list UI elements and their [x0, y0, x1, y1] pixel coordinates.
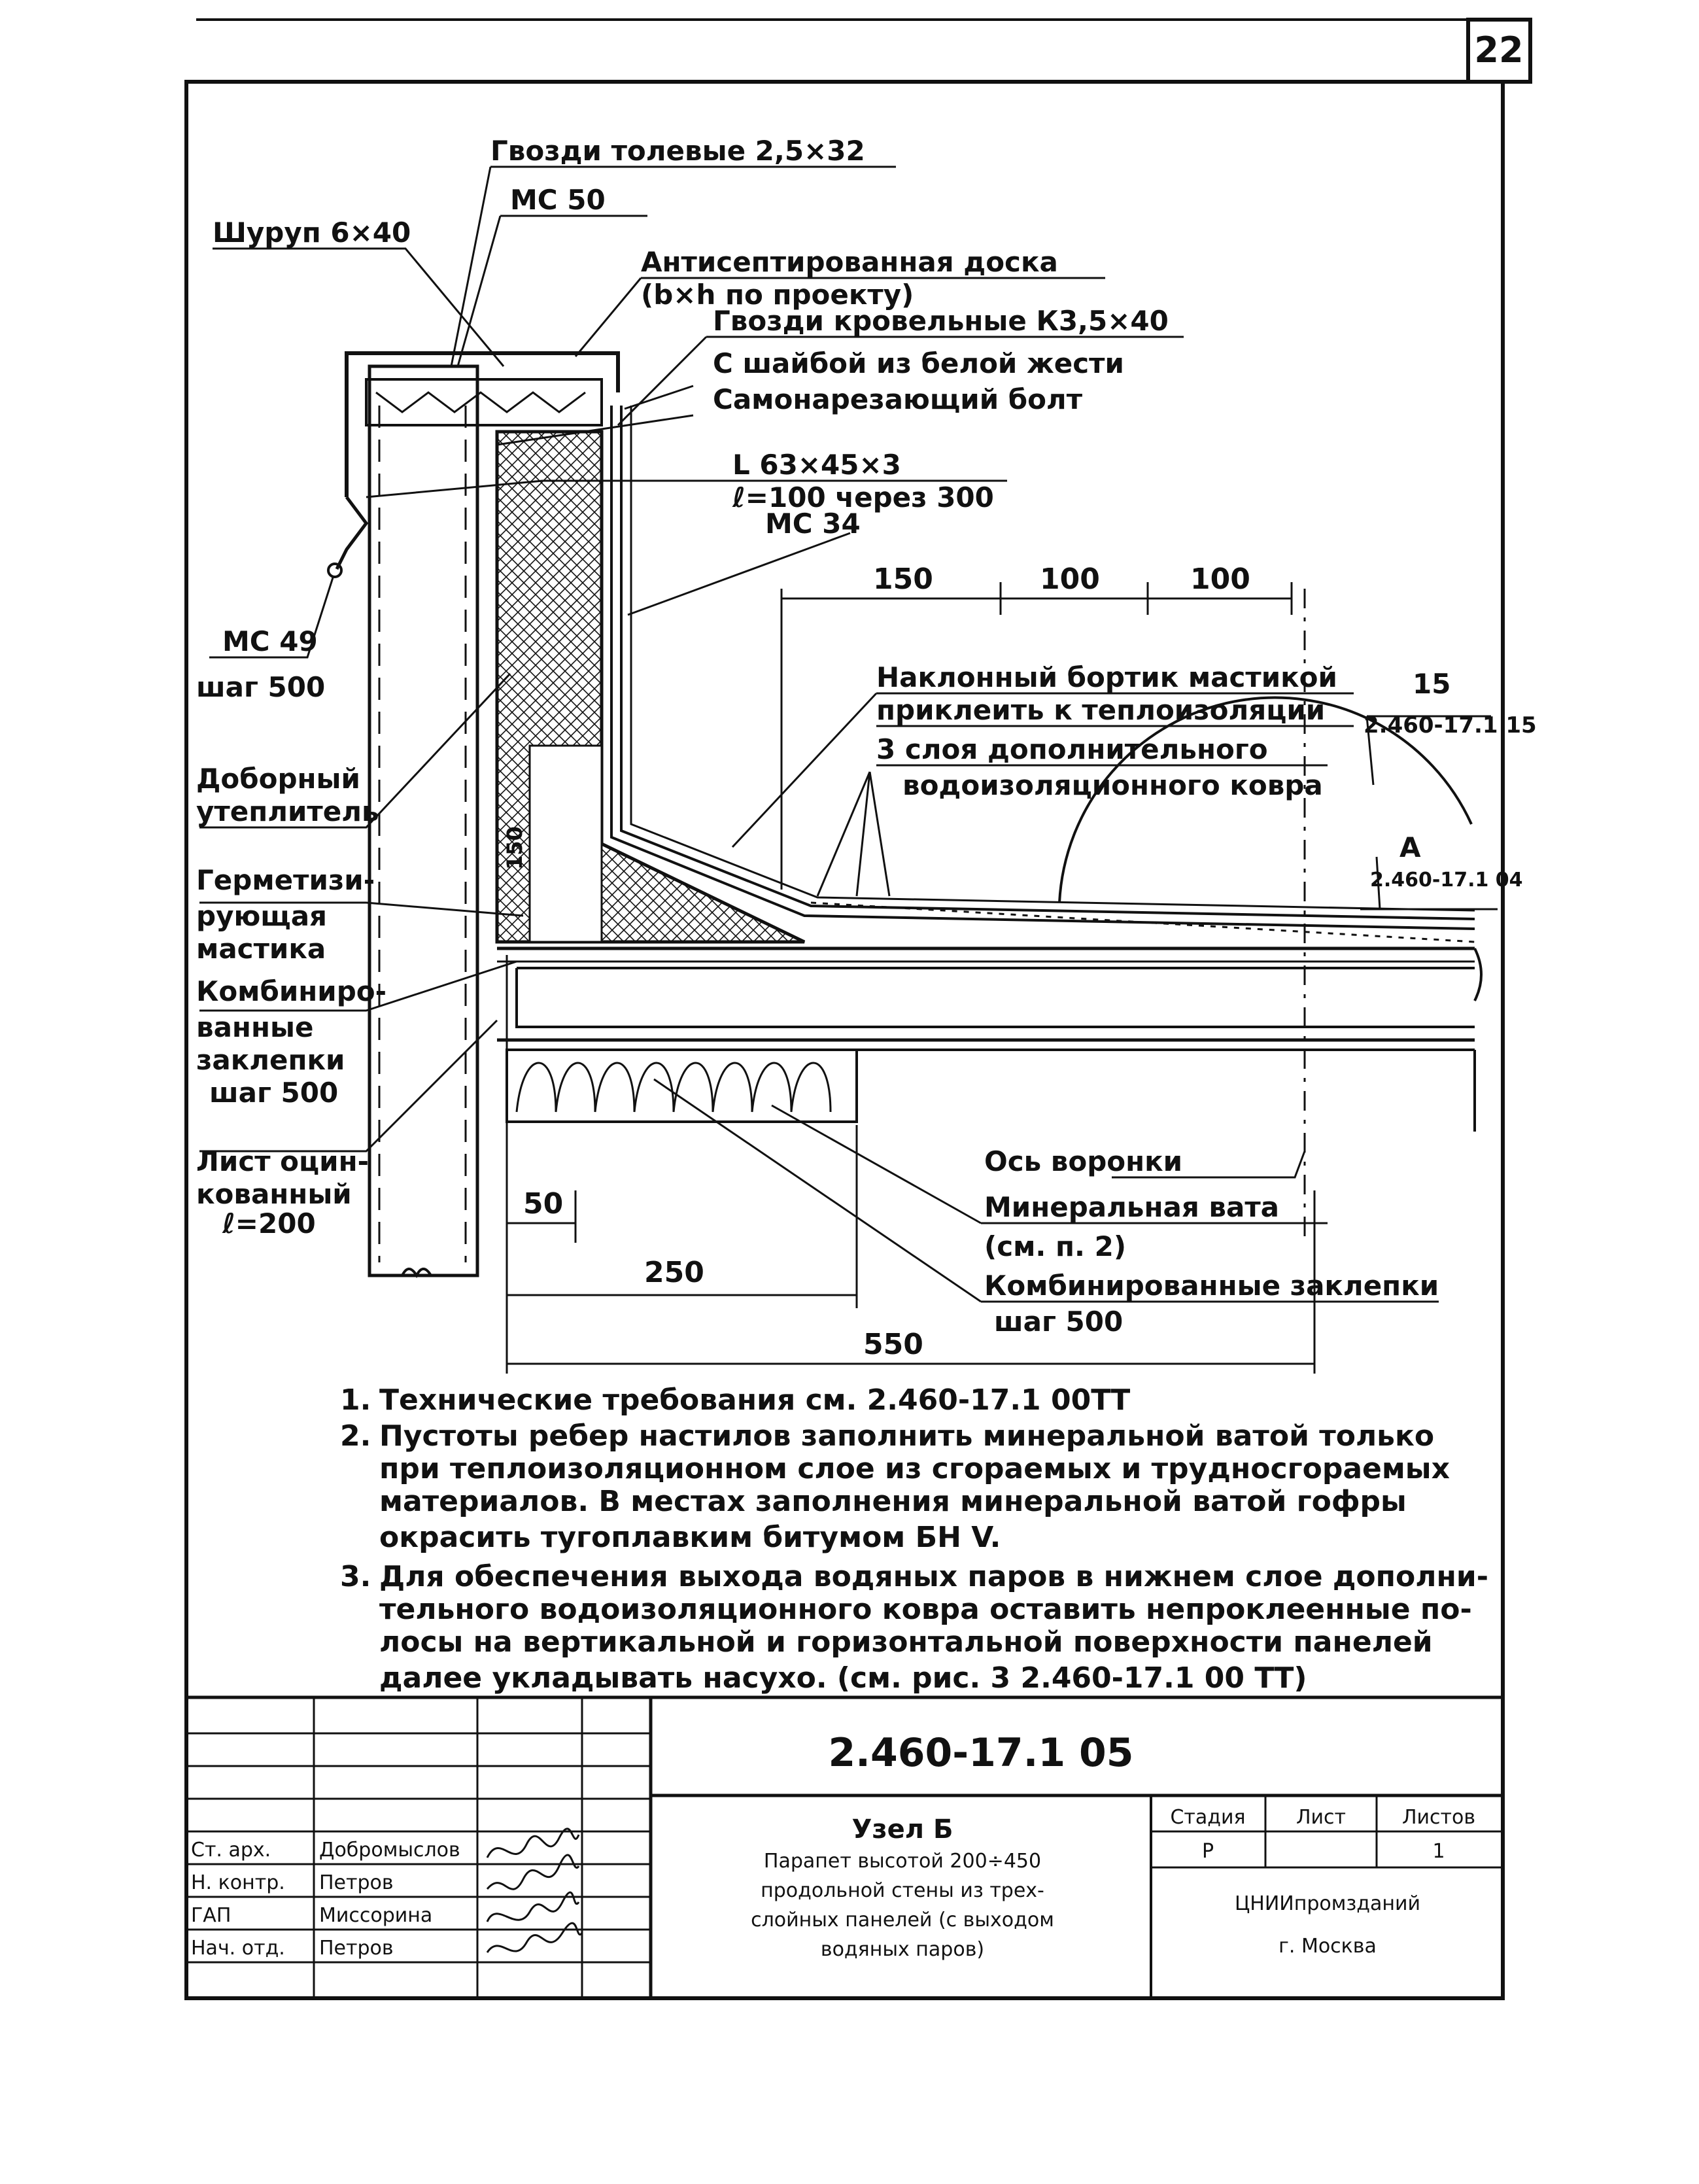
- dimension-top: 150 100 100: [780, 563, 1293, 890]
- ref-a-letter: А: [1399, 831, 1421, 863]
- role-1: Ст. арх.: [191, 1839, 271, 1862]
- notes: 1. Технические требования см. 2.460-17.1…: [340, 1383, 1488, 1695]
- name-3: Миссорина: [319, 1904, 432, 1927]
- label-comb-3: заклепки: [196, 1044, 345, 1076]
- label-comb-1: Комбиниро-: [196, 975, 386, 1007]
- note-2-line-2: при теплоизоляционном слое из сгораемых …: [379, 1452, 1450, 1485]
- title-block: 2.460-17.1 05 Узел Б Парапет высотой 200…: [186, 1695, 1503, 1998]
- header-sheets: Листов: [1402, 1806, 1475, 1829]
- name-1: Добромыслов: [319, 1839, 460, 1862]
- note-2-line-1: Пустоты ребер настилов заполнить минерал…: [379, 1419, 1434, 1453]
- label-sheet-1: Лист оцин-: [196, 1145, 369, 1177]
- note-2-line-4: окрасить тугоплавким битумом БН V.: [379, 1521, 1001, 1554]
- label-wool-1: Минеральная вата: [984, 1191, 1279, 1223]
- ref-15-sheet: 2.460-17.1 15: [1364, 712, 1537, 738]
- dim-150: 150: [873, 563, 933, 596]
- ref-15-number: 15: [1413, 668, 1450, 700]
- label-comb-2: ванные: [196, 1011, 313, 1043]
- label-seal-3: мастика: [196, 933, 326, 965]
- label-bolt: Самонарезающий болт: [713, 383, 1083, 415]
- drawing-code: 2.460-17.1 05: [828, 1730, 1133, 1776]
- label-sheet-2: кованный: [196, 1178, 352, 1210]
- label-seal-2: рующая: [196, 900, 327, 932]
- title-line-3: продольной стены из трех-: [761, 1879, 1044, 1902]
- label-board-2: (b×h по проекту): [641, 279, 914, 311]
- sheet-number: 22: [1474, 29, 1523, 71]
- label-layers-1: 3 слоя дополнительного: [876, 733, 1268, 765]
- note-3-line-4: далее укладывать насухо. (см. рис. 3 2.4…: [379, 1661, 1307, 1695]
- role-2: Н. контр.: [191, 1871, 285, 1894]
- dim-150-vertical: 150: [502, 826, 527, 870]
- name-4: Петров: [319, 1937, 394, 1960]
- parapet-node-drawing: 150 100 100 150 50 250 550: [196, 135, 1537, 1374]
- label-angle-1: L 63×45×3: [732, 449, 901, 481]
- dim-100-b: 100: [1190, 563, 1250, 596]
- label-screw: Шуруп 6×40: [213, 217, 411, 249]
- org-city: г. Москва: [1279, 1935, 1377, 1958]
- org-name: ЦНИИпромзданий: [1235, 1892, 1420, 1915]
- label-sheet-3: ℓ=200: [222, 1207, 316, 1239]
- note-1-line-1: Технические требования см. 2.460-17.1 00…: [379, 1383, 1130, 1417]
- label-ms34: МС 34: [765, 508, 861, 540]
- note-2-line-3: материалов. В местах заполнения минераль…: [379, 1485, 1407, 1518]
- ref-a-sheet: 2.460-17.1 04: [1370, 869, 1523, 892]
- label-angle-2: ℓ=100 через 300: [732, 481, 994, 513]
- label-nails-tar: Гвозди толевые 2,5×32: [490, 135, 865, 167]
- label-ms50: МС 50: [510, 184, 606, 216]
- dim-50: 50: [523, 1187, 563, 1221]
- note-3-line-1: Для обеспечения выхода водяных паров в н…: [379, 1560, 1488, 1593]
- note-3-num: 3.: [340, 1560, 371, 1593]
- label-comb-4: шаг 500: [209, 1077, 338, 1109]
- value-stage: Р: [1202, 1840, 1214, 1863]
- title-line-5: водяных паров): [821, 1938, 984, 1961]
- label-bevel-2: приклеить к теплоизоляции: [876, 694, 1325, 726]
- note-1-num: 1.: [340, 1383, 371, 1417]
- sheet-number-box: 22: [1466, 18, 1532, 84]
- label-rivets-2: шаг 500: [994, 1306, 1123, 1338]
- dim-250: 250: [644, 1256, 704, 1289]
- dim-550: 550: [863, 1328, 923, 1361]
- label-washer: С шайбой из белой жести: [713, 347, 1124, 379]
- label-layers-2: водоизоляционного ковра: [902, 769, 1323, 801]
- signatures: [486, 1828, 583, 1953]
- note-2-num: 2.: [340, 1419, 371, 1453]
- dim-100-a: 100: [1040, 563, 1100, 596]
- header-sheet: Лист: [1296, 1806, 1346, 1829]
- label-insul-2: утеплитель: [196, 795, 379, 827]
- title-line-4: слойных панелей (с выходом: [751, 1909, 1054, 1932]
- label-ms49: МС 49: [222, 625, 318, 657]
- label-seal-1: Герметизи-: [196, 864, 375, 896]
- label-wool-2: (см. п. 2): [984, 1230, 1126, 1262]
- label-board-1: Антисептированная доска: [641, 246, 1058, 278]
- role-3: ГАП: [191, 1904, 231, 1927]
- note-3-line-2: тельного водоизоляционного ковра оставит…: [379, 1593, 1472, 1626]
- label-step500: шаг 500: [196, 671, 325, 703]
- role-4: Нач. отд.: [191, 1937, 285, 1960]
- label-bevel-1: Наклонный бортик мастикой: [876, 661, 1337, 693]
- title-line-2: Парапет высотой 200÷450: [764, 1850, 1041, 1873]
- dimension-bottom: 50 250 550: [506, 955, 1316, 1374]
- value-sheets: 1: [1432, 1840, 1445, 1863]
- note-3-line-3: лосы на вертикальной и горизонтальной по…: [379, 1625, 1433, 1659]
- header-stage: Стадия: [1170, 1806, 1245, 1829]
- label-rivets-1: Комбинированные заклепки: [984, 1270, 1439, 1302]
- label-funnel: Ось воронки: [984, 1145, 1182, 1177]
- name-2: Петров: [319, 1871, 394, 1894]
- label-roof-nails: Гвозди кровельные К3,5×40: [713, 305, 1169, 337]
- title-line-1: Узел Б: [852, 1814, 953, 1845]
- leader-lines: [199, 165, 1498, 1303]
- label-insul-1: Доборный: [196, 763, 360, 795]
